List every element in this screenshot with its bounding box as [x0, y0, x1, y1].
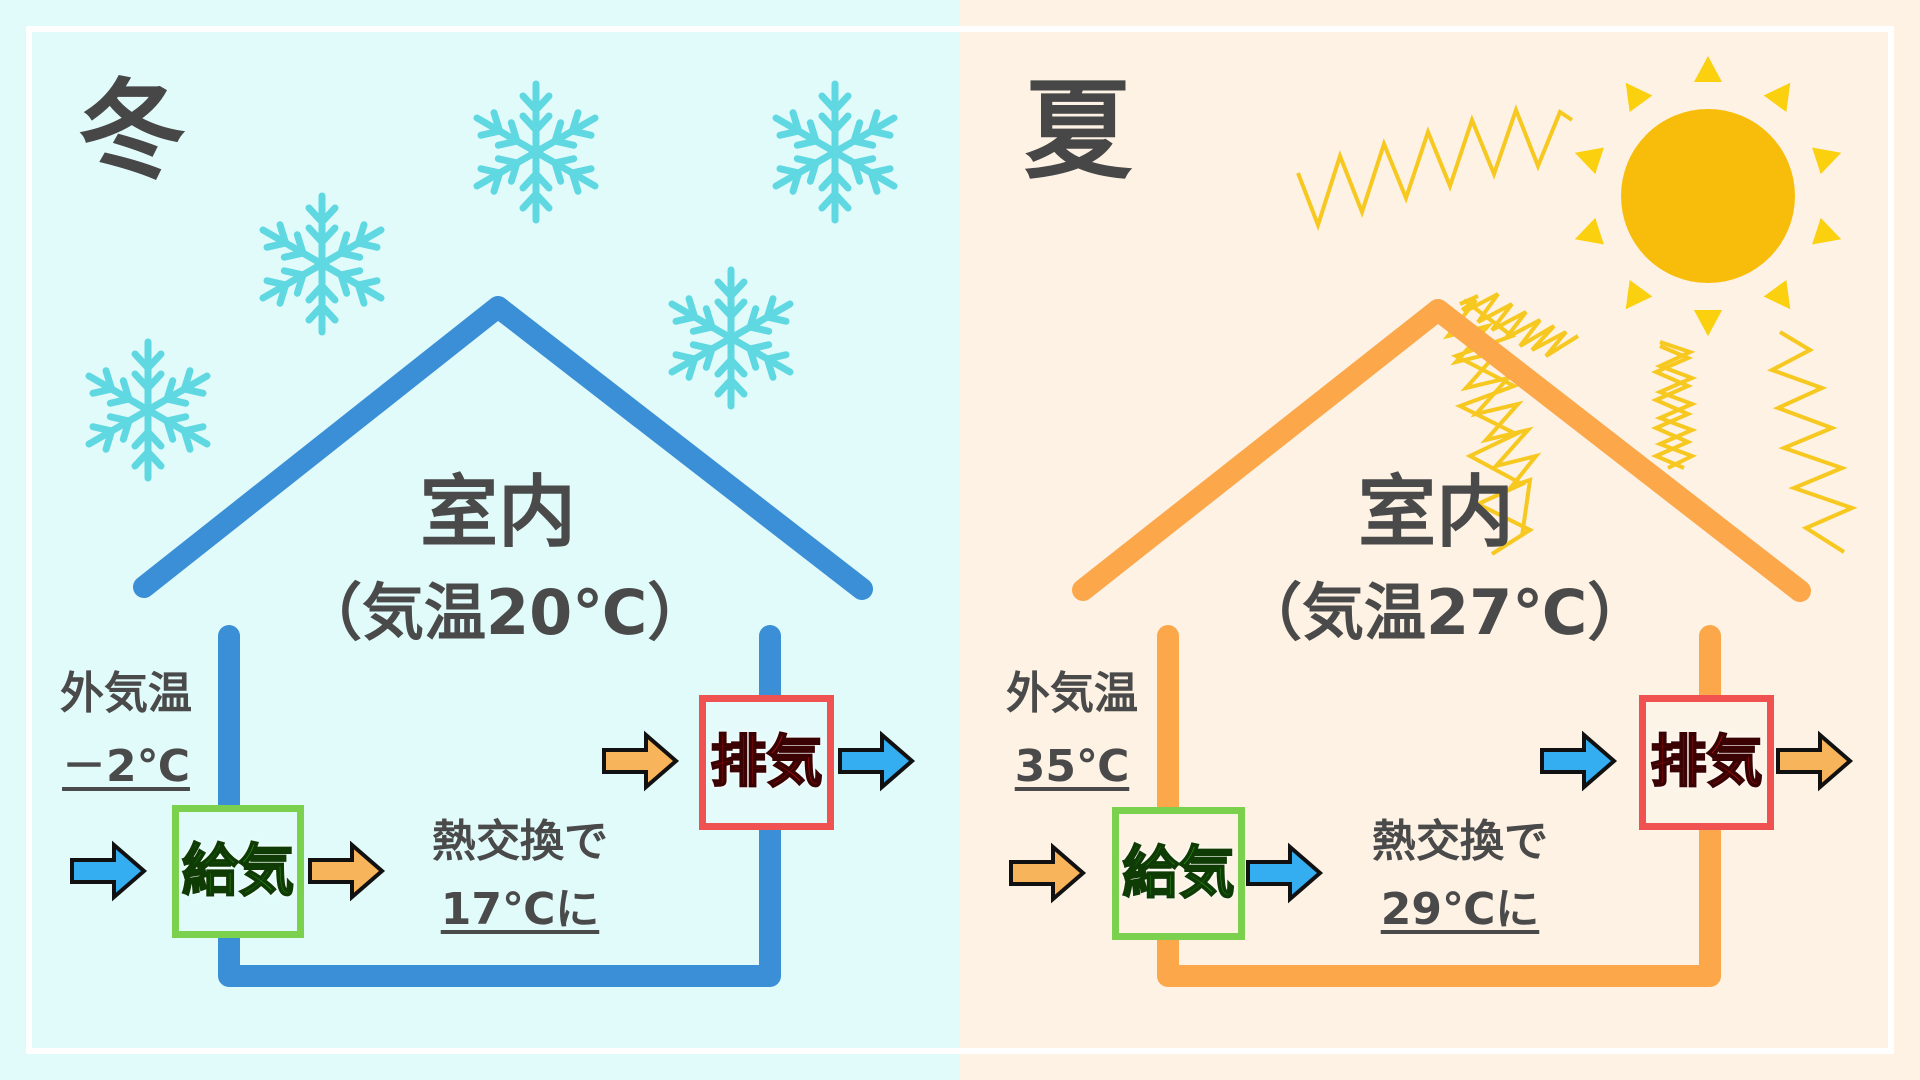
snowflake-icon [477, 84, 595, 220]
outside-label: 外気温 [1006, 668, 1138, 719]
snowflake-icon [89, 342, 207, 478]
outside-temp: 35℃ [1014, 740, 1130, 792]
exchange-note: 熱交換で 17℃に [400, 808, 640, 944]
heat-zigzags [1463, 292, 1858, 554]
exchange-text: 熱交換で [432, 816, 608, 867]
supply-label: 給気 [1122, 840, 1236, 906]
arrow-right-icon [70, 843, 146, 899]
snowflake-icon [672, 270, 790, 406]
roof [1072, 299, 1811, 602]
supply-air-box: 給気 [172, 805, 304, 938]
exhaust-label: 排気 [710, 729, 824, 795]
exhaust-air-box: 排気 [699, 695, 834, 830]
snowflake-icon [776, 84, 894, 220]
arrow-right-icon [1246, 845, 1322, 901]
room-temp: （気温27℃） [1240, 576, 1650, 649]
snowflakes [89, 84, 894, 478]
outside-temp-block: 外気温 －2℃ [40, 658, 212, 803]
arrow-right-icon [838, 733, 914, 789]
outer-frame [26, 26, 1894, 1054]
exchange-text: 熱交換で [1372, 816, 1548, 867]
sun-icon [1574, 56, 1842, 336]
room-title: 室内 [1357, 468, 1514, 558]
season-title-summer: 夏 [1024, 69, 1133, 194]
season-title-winter: 冬 [78, 69, 187, 194]
snowflake-icon [263, 196, 381, 332]
room-temp: （気温20℃） [300, 576, 710, 649]
room-title: 室内 [419, 468, 576, 558]
supply-label: 給気 [181, 838, 295, 904]
exhaust-air-box: 排気 [1639, 695, 1774, 830]
outside-temp-block: 外気温 35℃ [986, 658, 1158, 803]
arrow-right-icon [1009, 845, 1085, 901]
supply-air-box: 給気 [1112, 807, 1245, 940]
arrow-right-icon [1540, 733, 1616, 789]
outside-label: 外気温 [60, 668, 192, 719]
exchange-result: 17℃に [440, 884, 600, 936]
exchange-result: 29℃に [1380, 884, 1540, 936]
roof [133, 296, 873, 600]
arrow-right-icon [308, 843, 384, 899]
exchange-note: 熱交換で 29℃に [1340, 808, 1580, 944]
arrow-right-icon [602, 733, 678, 789]
outside-temp: －2℃ [62, 740, 190, 792]
arrow-right-icon [1776, 733, 1852, 789]
exhaust-label: 排気 [1650, 729, 1764, 795]
